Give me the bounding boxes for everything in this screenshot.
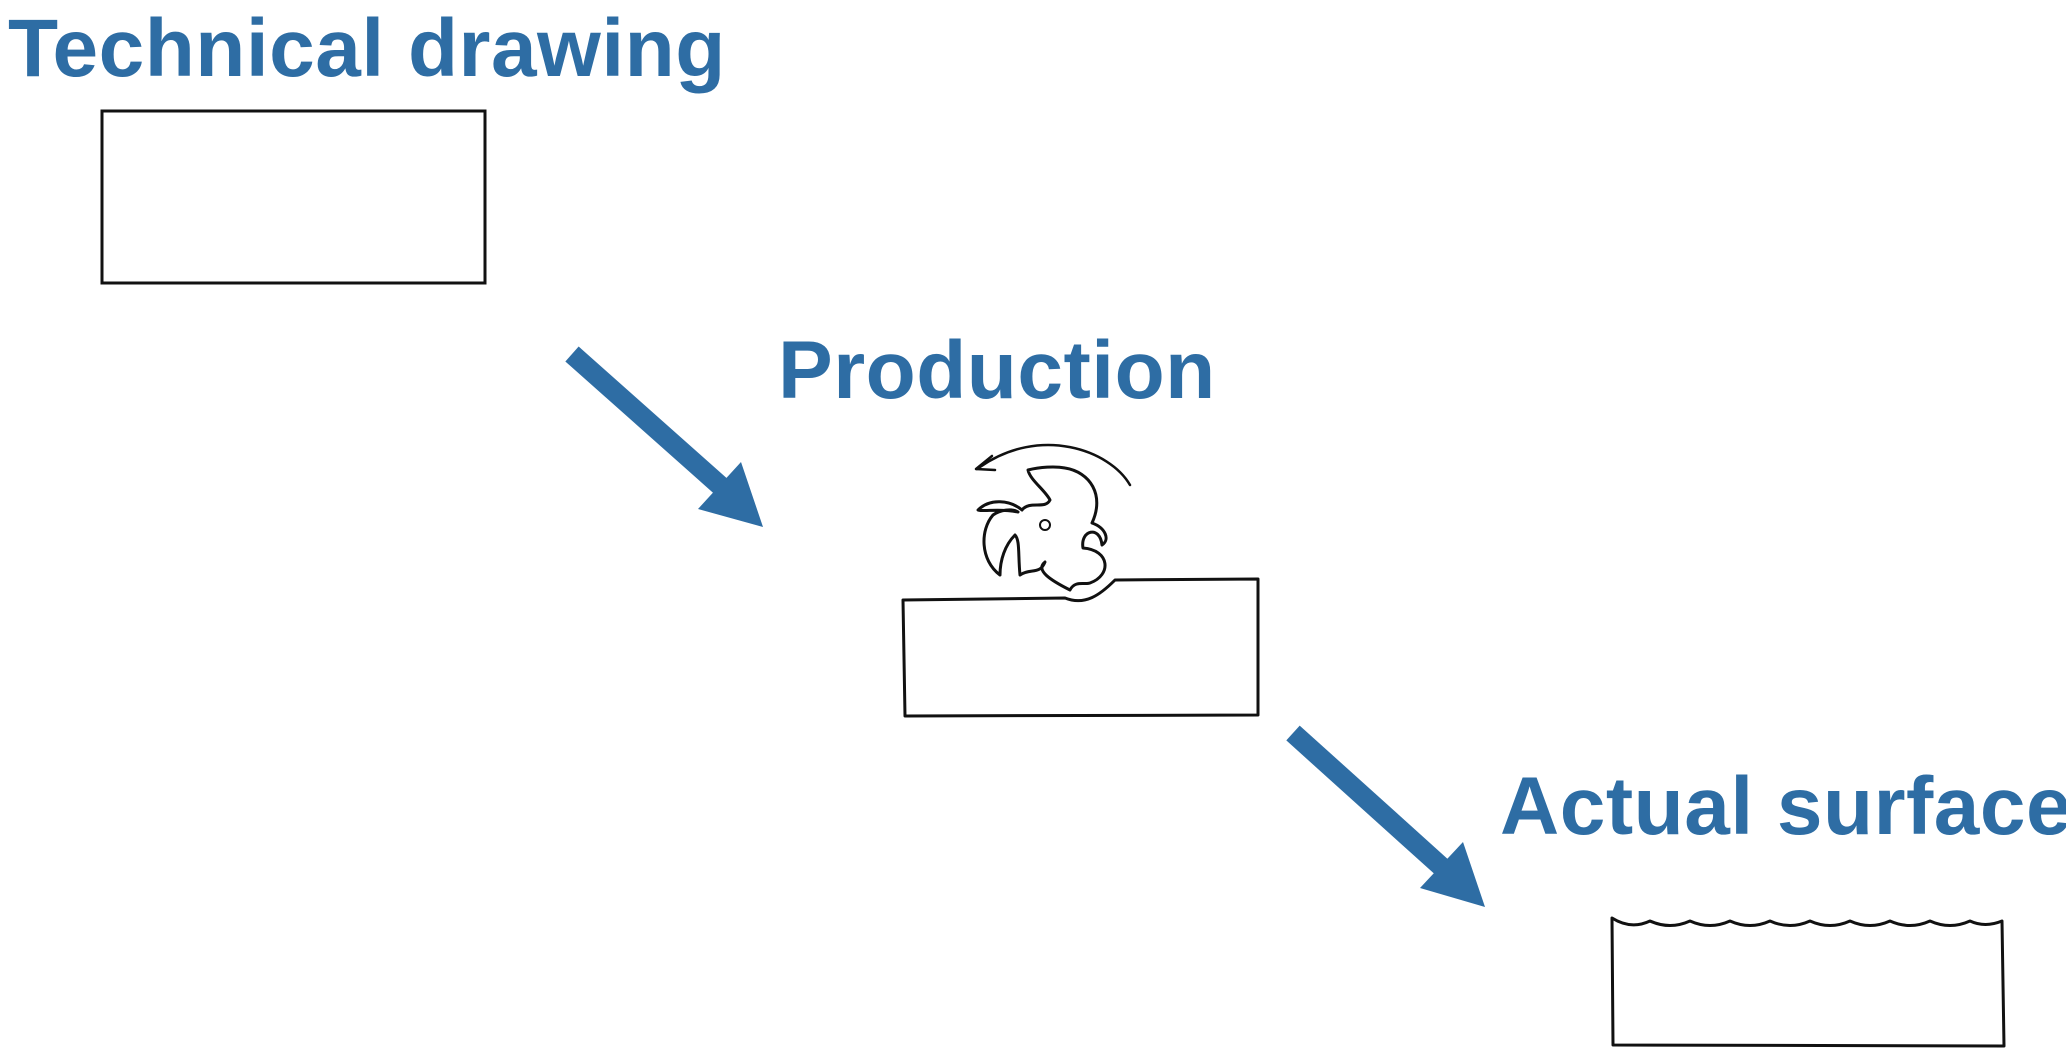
production-title: Production (778, 325, 1216, 416)
rotation-arrow-icon (974, 443, 1132, 487)
technical-drawing-title: Technical drawing (8, 3, 726, 94)
milling-cutter-icon (976, 465, 1108, 592)
workpiece-being-cut (901, 577, 1260, 718)
ideal-workpiece-rect (100, 109, 487, 285)
flow-arrow-1 (565, 346, 763, 527)
actual-surface-title: Actual surface (1500, 761, 2066, 852)
flow-arrow-2 (1286, 725, 1485, 907)
actual-surface-rect (1610, 916, 2006, 1048)
